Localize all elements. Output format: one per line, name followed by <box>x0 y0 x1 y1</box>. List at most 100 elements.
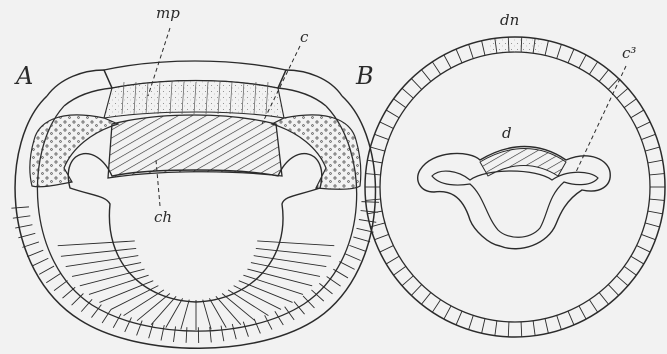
ring-cell-wall <box>386 110 399 118</box>
ring-cell-wall <box>394 99 406 108</box>
ring-cell-wall <box>649 174 664 175</box>
panel-a-mesoderm-right <box>272 115 361 189</box>
endoderm-cell-wall <box>257 241 334 246</box>
ring-cell-wall <box>649 199 664 200</box>
outer-cell-wall <box>11 207 29 208</box>
ring-cell-wall <box>394 266 406 275</box>
panel-b-dorsal-patch <box>488 38 542 52</box>
leader-c3 <box>576 66 626 172</box>
panel-a-letter: A <box>14 62 33 90</box>
panel-b-outer-ring-outer <box>365 37 665 337</box>
ring-cell-wall <box>599 293 608 305</box>
ring-cell-wall <box>386 256 399 264</box>
endoderm-cell-wall <box>124 290 164 316</box>
ring-cell-wall <box>521 322 522 337</box>
outer-cell-wall <box>294 302 304 315</box>
ring-cell-wall <box>608 79 618 90</box>
ring-cell-wall <box>648 160 663 163</box>
outer-cell-wall <box>63 287 76 298</box>
ring-cell-wall <box>557 315 562 329</box>
endoderm-cell-wall <box>216 296 241 324</box>
ring-cell-wall <box>557 44 562 58</box>
ring-cell-wall <box>579 306 586 319</box>
ring-cell-wall <box>402 276 413 286</box>
label-c3: c³ <box>622 44 636 62</box>
endoderm-cell-wall <box>61 248 136 256</box>
endoderm-cell-wall <box>89 275 149 294</box>
ring-cell-wall <box>617 276 628 286</box>
endoderm-cell-wall <box>58 241 135 246</box>
outer-cell-wall <box>232 324 236 339</box>
outer-cell-wall <box>149 323 153 338</box>
endoderm-cell-wall <box>228 290 268 316</box>
ring-cell-wall <box>568 311 574 325</box>
label-ch: ch <box>154 208 172 226</box>
outer-cell-wall <box>311 290 323 301</box>
ring-cell-wall <box>589 300 597 313</box>
outer-cell-wall <box>15 225 32 228</box>
ring-cell-wall <box>411 285 421 296</box>
endoderm-cell-wall <box>243 275 303 294</box>
endoderm-cell-wall <box>151 296 176 324</box>
outer-cell-wall <box>13 216 30 218</box>
outer-cell-wall <box>254 319 260 334</box>
ring-cell-wall <box>617 88 628 98</box>
outer-cell-wall <box>265 315 272 329</box>
label-c: c <box>300 28 309 46</box>
ring-cell-wall <box>456 311 462 325</box>
ring-cell-wall <box>631 256 644 264</box>
endoderm-cell-wall <box>209 298 226 327</box>
outer-cell-wall <box>72 294 84 306</box>
outer-cell-wall <box>33 258 49 265</box>
panel-a-notochord <box>108 115 282 178</box>
panel-b: B dn c³ d <box>355 11 665 337</box>
outer-cell-wall <box>22 242 39 247</box>
panel-a-endoderm <box>58 154 335 330</box>
label-dn: dn <box>500 11 519 29</box>
outer-cell-wall <box>186 327 187 343</box>
ring-cell-wall <box>624 266 636 275</box>
outer-cell-wall <box>361 202 379 203</box>
outer-cell-wall <box>137 321 143 336</box>
panel-b-ring-cells <box>365 37 665 337</box>
endoderm-cell-wall <box>239 281 293 303</box>
ring-cell-wall <box>641 234 655 239</box>
ring-cell-wall <box>421 70 430 82</box>
ring-cell-wall <box>366 174 381 175</box>
ring-cell-wall <box>456 49 462 63</box>
ring-cell-wall <box>579 55 586 68</box>
ring-cell-wall <box>380 122 394 129</box>
ring-cell-wall <box>637 122 651 129</box>
endoderm-cell-wall <box>203 300 211 330</box>
ring-cell-wall <box>589 62 597 75</box>
ring-cell-wall <box>402 88 413 98</box>
outer-cell-wall <box>161 325 164 340</box>
ring-cell-wall <box>432 62 440 75</box>
outer-cell-wall <box>27 250 43 256</box>
ring-cell-wall <box>444 306 451 319</box>
outer-cell-wall <box>243 322 248 337</box>
endoderm-cell-wall <box>80 269 145 286</box>
panel-b-letter: B <box>355 62 374 90</box>
ring-cell-wall <box>469 44 474 58</box>
endoderm-cell-wall <box>256 248 331 256</box>
ring-cell-wall <box>641 134 655 139</box>
outer-cell-wall <box>349 245 365 251</box>
outer-cell-wall <box>54 281 67 291</box>
ring-cell-wall <box>645 147 659 151</box>
ring-cell-wall <box>545 319 548 334</box>
ring-cell-wall <box>375 134 389 139</box>
ring-cell-wall <box>482 319 485 334</box>
panel-a: A mp c ch <box>11 4 379 348</box>
label-d: d <box>502 124 512 142</box>
label-mp: mp <box>156 4 180 22</box>
endoderm-cell-wall <box>137 293 170 320</box>
outer-cell-wall <box>339 262 354 270</box>
outer-cell-wall <box>333 269 348 278</box>
outer-cell-wall <box>221 326 224 341</box>
ring-cell-wall <box>648 211 663 214</box>
ring-cell-wall <box>411 79 421 90</box>
ring-cell-wall <box>645 223 659 227</box>
outer-cell-wall <box>173 326 175 342</box>
